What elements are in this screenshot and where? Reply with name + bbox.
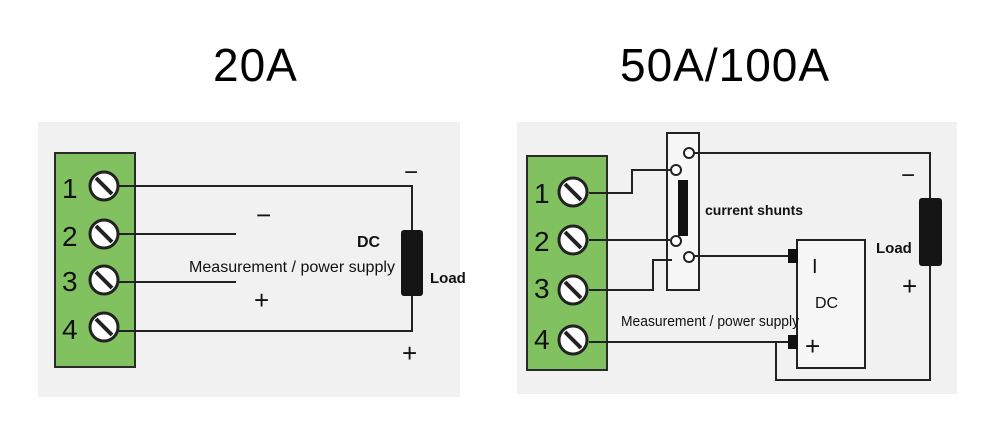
right-terminal-2: 2 (534, 226, 550, 257)
dc-supply-minus-label: I (812, 256, 818, 278)
dc-supply-box (796, 239, 866, 369)
left-terminal-1: 1 (62, 173, 78, 204)
right-screw-3-icon (557, 274, 589, 306)
right-load-label: Load (876, 240, 912, 257)
shunt-screw-bottom-right-icon (683, 251, 695, 263)
left-measurement-label: Measurement / power supply (189, 259, 395, 276)
title-50a-100a: 50A/100A (620, 39, 831, 91)
left-load-plus: + (402, 338, 417, 368)
left-screw-3-icon (88, 264, 120, 296)
right-terminal-4: 4 (534, 324, 550, 355)
shunt-screw-top-left-icon (670, 164, 682, 176)
right-dc-label: DC (815, 295, 838, 312)
left-minus-sign: − (256, 200, 271, 230)
right-wires (589, 152, 931, 381)
right-wiring-panel: 1 2 3 4 current shunts DC (517, 122, 957, 394)
left-load-resistor (401, 230, 423, 296)
left-screw-4-icon (88, 311, 120, 343)
right-measurement-label: Measurement / power supply (621, 313, 799, 330)
title-20a: 20A (213, 39, 298, 91)
left-screw-2-icon (88, 218, 120, 250)
shunt-screw-top-right-icon (683, 147, 695, 159)
left-terminal-2: 2 (62, 221, 78, 252)
left-terminal-3: 3 (62, 266, 78, 297)
shunt-screw-bottom-left-icon (670, 235, 682, 247)
left-load-minus: − (404, 159, 418, 186)
dc-supply-plus-label: + (805, 331, 820, 361)
left-load-label: Load (430, 270, 466, 287)
current-shunt-bar (678, 180, 688, 236)
right-terminal-1: 1 (534, 178, 550, 209)
right-load-plus: + (902, 271, 917, 301)
right-screw-2-icon (557, 224, 589, 256)
left-wires (118, 185, 413, 332)
right-screw-1-icon (557, 176, 589, 208)
left-dc-label: DC (357, 234, 381, 251)
dc-supply-plus-terminal (788, 335, 798, 349)
left-wiring-panel: 1 2 3 4 − + DC Measurement / power suppl… (38, 122, 466, 397)
left-terminal-4: 4 (62, 314, 78, 345)
current-shunts-label: current shunts (705, 202, 803, 218)
right-screw-4-icon (557, 324, 589, 356)
right-terminal-3: 3 (534, 273, 550, 304)
left-plus-sign: + (254, 285, 269, 315)
right-load-resistor (919, 198, 942, 266)
dc-supply-minus-terminal (788, 249, 798, 263)
left-screw-1-icon (88, 170, 120, 202)
right-load-minus: − (901, 162, 915, 189)
